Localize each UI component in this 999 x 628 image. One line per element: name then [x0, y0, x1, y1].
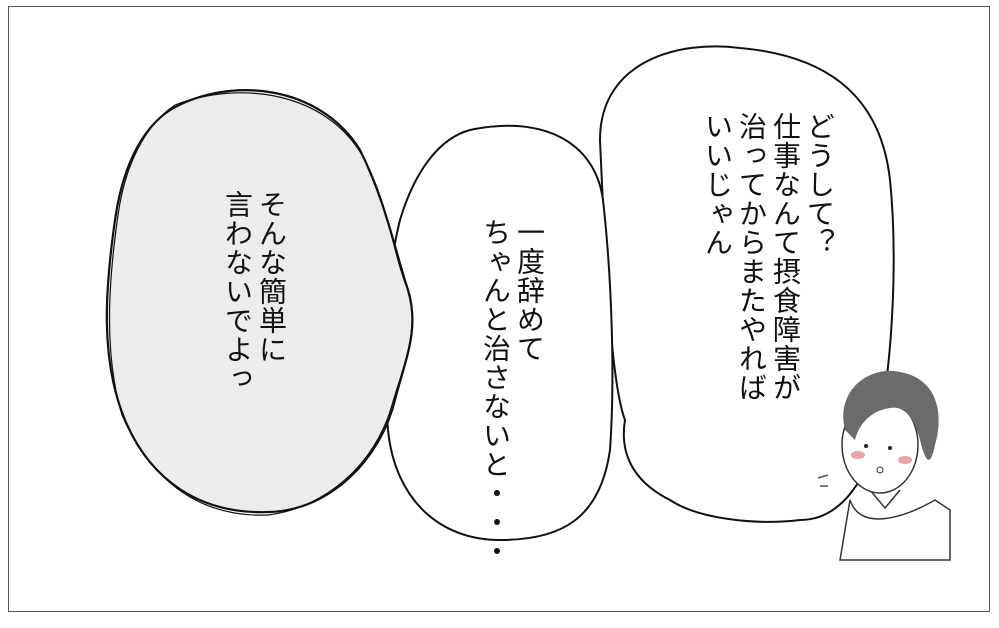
dialogue-line: いいじゃん [701, 112, 734, 257]
dialogue-line: 言わないでよっ [221, 190, 254, 393]
character-figure [839, 370, 951, 561]
breath-mark-icon [817, 474, 829, 487]
dialogue-line: ちゃんと治さないと・・・ [479, 218, 512, 566]
dialogue-line: 一度辞めて [513, 218, 546, 363]
dialogue-line: そんな簡単に [255, 190, 288, 364]
speech-bubble-left [105, 89, 414, 514]
dialogue-line: どうして？ [803, 112, 836, 257]
dialogue-right: どうして？ 仕事なんて摂食障害が 治ってからまたやれば いいじゃん [700, 112, 836, 452]
dialogue-line: 仕事なんて摂食障害が [769, 112, 802, 402]
dialogue-line: 治ってからまたやれば [735, 112, 768, 402]
dialogue-left: そんな簡単に 言わないでよっ [220, 190, 288, 430]
dialogue-middle: 一度辞めて ちゃんと治さないと・・・ [478, 218, 546, 566]
speech-bubble-middle [384, 124, 614, 542]
